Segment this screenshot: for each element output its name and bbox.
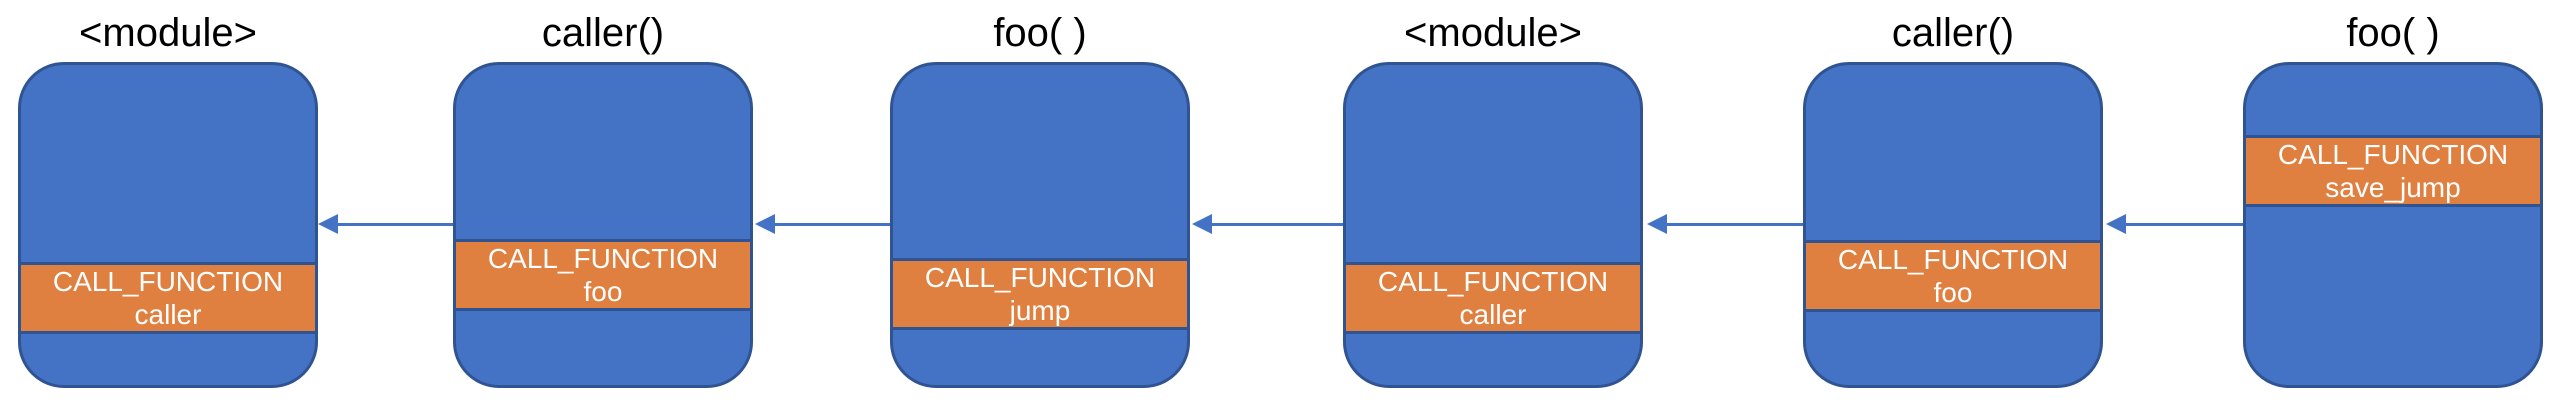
- opcode-arg: save_jump: [2325, 172, 2461, 203]
- arrow-shaft: [773, 222, 890, 226]
- opcode-arg: jump: [1009, 295, 1071, 326]
- opcode-band: CALL_FUNCTION caller: [1346, 262, 1640, 334]
- frame-title: caller(): [541, 11, 665, 55]
- stack-frame: CALL_FUNCTION caller: [18, 62, 318, 388]
- opcode-name: CALL_FUNCTION: [1377, 266, 1609, 297]
- call-arrow: [2106, 214, 2243, 234]
- call-arrow: [318, 214, 453, 234]
- call-arrow: [1192, 214, 1343, 234]
- arrow-shaft: [1665, 222, 1803, 226]
- opcode-band: CALL_FUNCTION jump: [893, 258, 1187, 330]
- opcode-band: CALL_FUNCTION caller: [21, 262, 315, 334]
- opcode-name: CALL_FUNCTION: [52, 266, 284, 297]
- opcode-band: CALL_FUNCTION foo: [456, 239, 750, 311]
- opcode-band: CALL_FUNCTION save_jump: [2246, 135, 2540, 207]
- frame-title: caller(): [1891, 11, 2015, 55]
- arrow-shaft: [336, 222, 453, 226]
- opcode-name: CALL_FUNCTION: [1837, 244, 2069, 275]
- arrowhead-left-icon: [1647, 214, 1667, 234]
- arrowhead-left-icon: [2106, 214, 2126, 234]
- frame-title: <module>: [1404, 11, 1582, 55]
- arrowhead-left-icon: [318, 214, 338, 234]
- opcode-arg: foo: [1933, 277, 1973, 308]
- frame-title: foo( ): [2346, 11, 2440, 55]
- opcode-band: CALL_FUNCTION foo: [1806, 240, 2100, 312]
- stack-frame: CALL_FUNCTION foo: [453, 62, 753, 388]
- arrowhead-left-icon: [1192, 214, 1212, 234]
- opcode-arg: foo: [583, 276, 623, 307]
- arrow-shaft: [1210, 222, 1343, 226]
- opcode-name: CALL_FUNCTION: [924, 262, 1156, 293]
- opcode-name: CALL_FUNCTION: [2277, 139, 2509, 170]
- arrow-shaft: [2124, 222, 2243, 226]
- opcode-name: CALL_FUNCTION: [487, 243, 719, 274]
- stack-frame: CALL_FUNCTION jump: [890, 62, 1190, 388]
- stack-frame: CALL_FUNCTION foo: [1803, 62, 2103, 388]
- opcode-arg: caller: [134, 299, 202, 330]
- frame-title: <module>: [79, 11, 257, 55]
- stack-frame: CALL_FUNCTION save_jump: [2243, 62, 2543, 388]
- call-arrow: [755, 214, 890, 234]
- arrowhead-left-icon: [755, 214, 775, 234]
- call-arrow: [1647, 214, 1803, 234]
- frame-title: foo( ): [993, 11, 1087, 55]
- opcode-arg: caller: [1459, 299, 1527, 330]
- stack-frame: CALL_FUNCTION caller: [1343, 62, 1643, 388]
